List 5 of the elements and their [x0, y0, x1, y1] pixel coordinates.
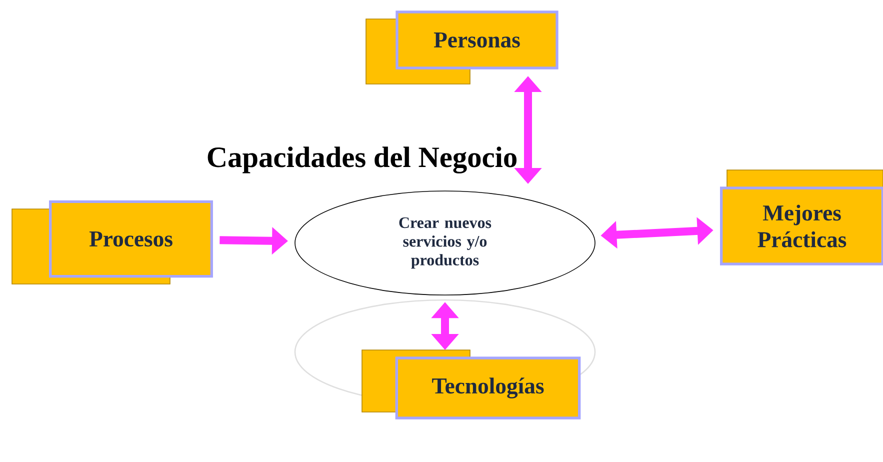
- process-box: Mejores Prácticas: [720, 186, 883, 266]
- process-box: Procesos: [49, 200, 213, 278]
- process-box: Tecnologías: [395, 356, 581, 420]
- process-box: Personas: [396, 10, 558, 70]
- title-text: Capacidades del Negocio: [208, 146, 516, 174]
